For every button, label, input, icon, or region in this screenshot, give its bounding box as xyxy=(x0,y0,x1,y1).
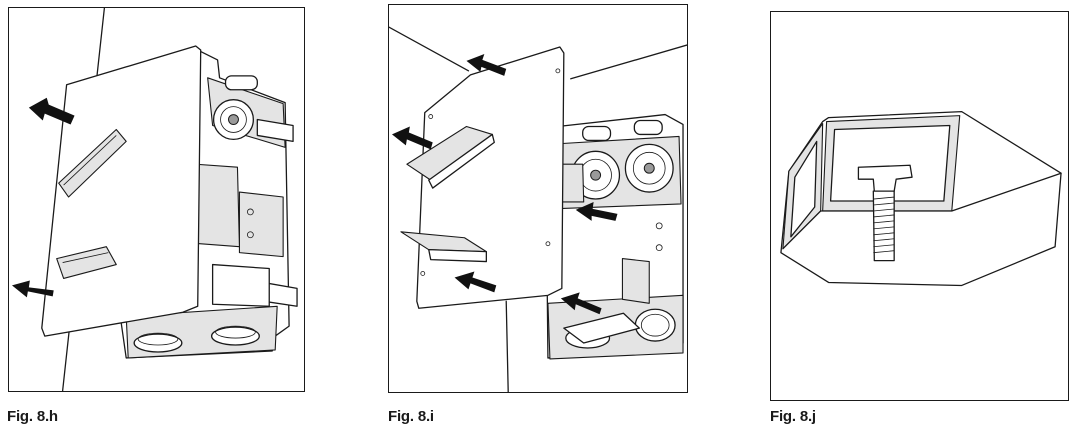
fan-modules xyxy=(537,119,682,210)
arrow-left-lower xyxy=(454,271,497,293)
cover-handle-bottom xyxy=(56,246,117,280)
wall-corner-line xyxy=(505,300,509,392)
bottom-duct-outlets xyxy=(125,305,278,359)
arrow-top xyxy=(466,53,507,76)
filter-tray xyxy=(563,312,640,344)
arrow-bottom-left xyxy=(11,280,54,298)
threaded-bolt xyxy=(857,164,913,262)
figure-8i-caption: Fig. 8.i xyxy=(388,408,434,425)
arrow-middle xyxy=(575,201,618,221)
figure-8j-illustration xyxy=(780,110,1062,287)
figure-8h-caption: Fig. 8.h xyxy=(7,408,58,425)
ceiling-line-right xyxy=(570,44,687,80)
figure-8i-illustration xyxy=(389,26,687,392)
ceiling-line-left xyxy=(389,26,470,72)
arrow-bottom xyxy=(560,292,602,315)
arrow-left-upper xyxy=(391,126,433,150)
figure-8j-panel xyxy=(770,11,1069,401)
cover-handle-top xyxy=(58,128,127,198)
figure-8h-illustration xyxy=(11,8,298,391)
figure-8i-panel xyxy=(388,4,688,393)
figure-8h-panel xyxy=(8,7,305,392)
figure-8j-caption: Fig. 8.j xyxy=(770,408,816,425)
arrow-top-left xyxy=(28,97,75,125)
